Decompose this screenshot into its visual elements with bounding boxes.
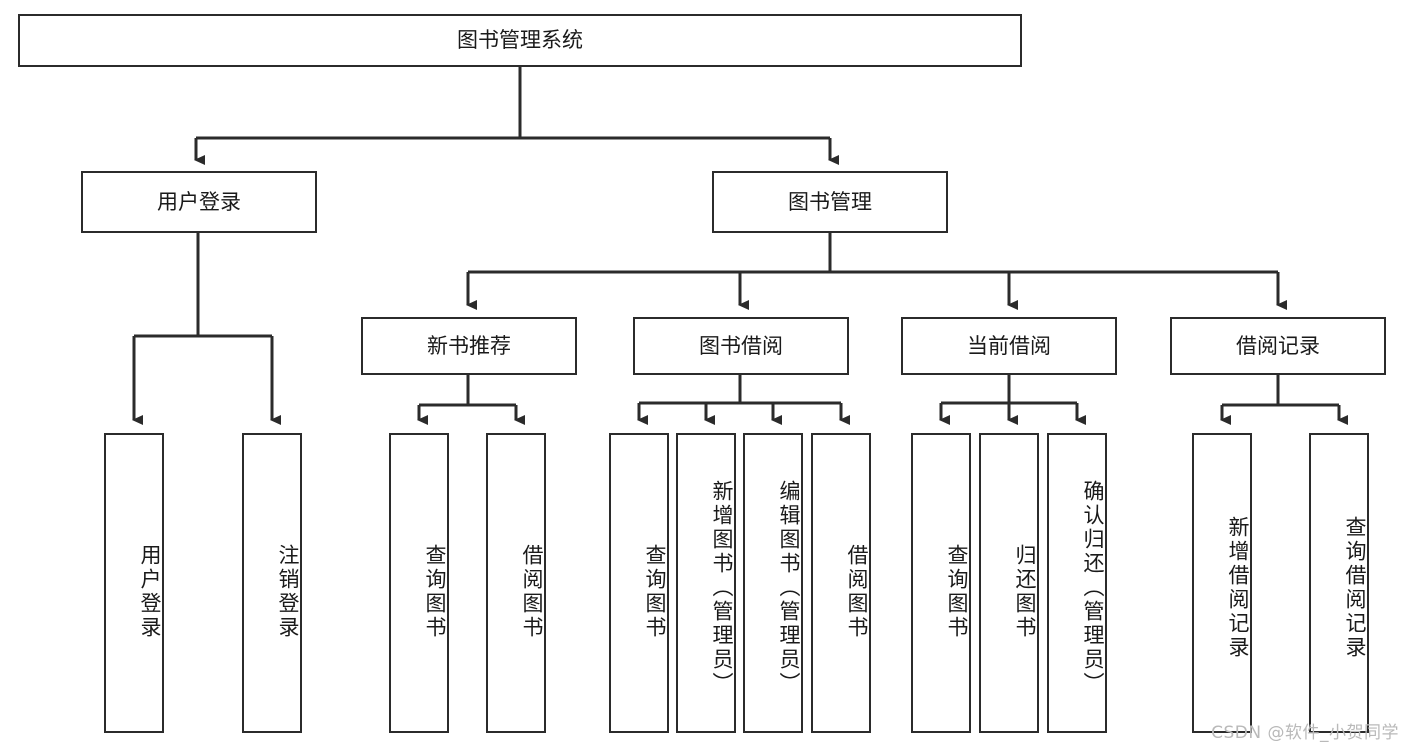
watermark: CSDN @软件_小贺同学 <box>1211 723 1399 743</box>
leaf-query-books-current[interactable]: 查询图书 <box>911 433 971 733</box>
leaf-confirm-return-admin[interactable]: 确认归还（管理员） <box>1047 433 1107 733</box>
leaf-user-login[interactable]: 用户登录 <box>104 433 164 733</box>
leaf-query-books-recommend[interactable]: 查询图书 <box>389 433 449 733</box>
leaf-add-book-admin[interactable]: 新增图书（管理员） <box>676 433 736 733</box>
leaf-edit-book-admin[interactable]: 编辑图书（管理员） <box>743 433 803 733</box>
leaf-logout[interactable]: 注销登录 <box>242 433 302 733</box>
node-book-management[interactable]: 图书管理 <box>712 171 948 233</box>
leaf-query-borrow-record[interactable]: 查询借阅记录 <box>1309 433 1369 733</box>
node-borrow-records[interactable]: 借阅记录 <box>1170 317 1386 375</box>
leaf-return-book[interactable]: 归还图书 <box>979 433 1039 733</box>
leaf-borrow-books-recommend[interactable]: 借阅图书 <box>486 433 546 733</box>
leaf-borrow-book[interactable]: 借阅图书 <box>811 433 871 733</box>
node-book-borrow[interactable]: 图书借阅 <box>633 317 849 375</box>
leaf-add-borrow-record[interactable]: 新增借阅记录 <box>1192 433 1252 733</box>
leaf-query-books-borrow[interactable]: 查询图书 <box>609 433 669 733</box>
node-root[interactable]: 图书管理系统 <box>18 14 1022 67</box>
node-user-login[interactable]: 用户登录 <box>81 171 317 233</box>
node-new-book-recommend[interactable]: 新书推荐 <box>361 317 577 375</box>
node-current-borrow[interactable]: 当前借阅 <box>901 317 1117 375</box>
